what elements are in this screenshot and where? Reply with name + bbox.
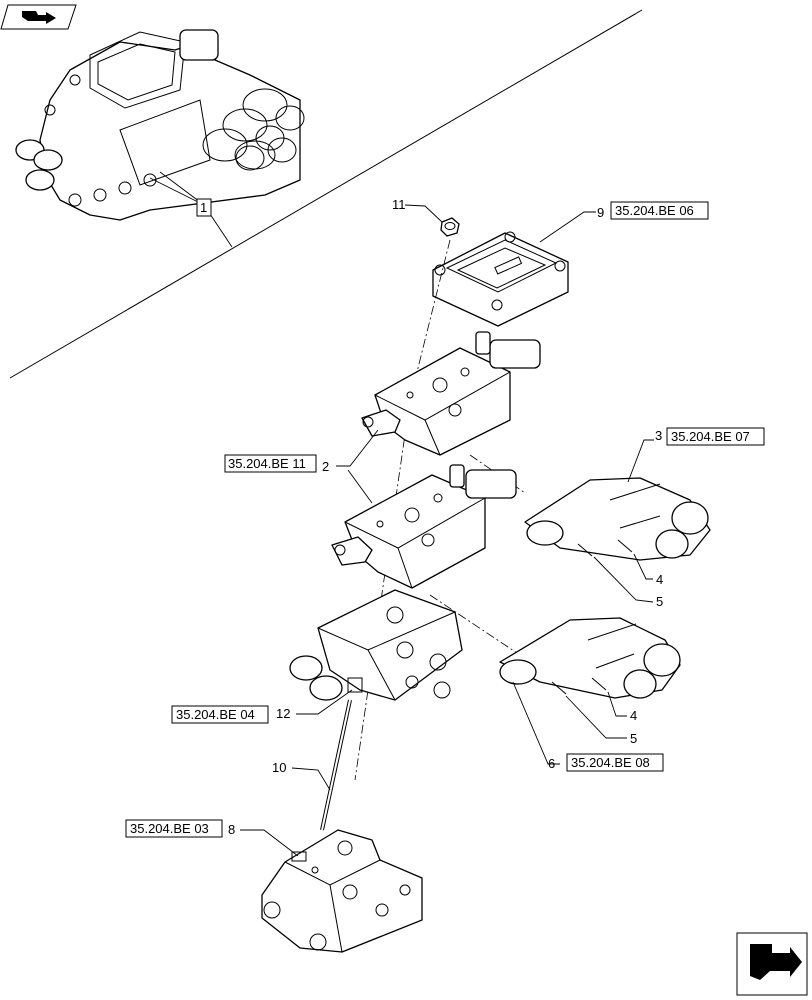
callout-5a: 5 (656, 594, 663, 609)
end-plate-item-8 (261, 829, 423, 953)
assembled-valve-illustration (15, 29, 305, 221)
book-arrow-icon[interactable] (0, 4, 77, 30)
separator-line (9, 9, 643, 379)
ref-coupler-lower: 35.204.BE 08 (571, 755, 650, 770)
callout-4a: 4 (656, 572, 663, 587)
coupler-item-3 (524, 477, 711, 561)
callout-8: 8 (228, 822, 235, 837)
nut-item-11 (440, 217, 460, 237)
callout-1: 1 (200, 200, 207, 215)
callout-9: 9 (597, 205, 604, 220)
valve-section-upper (361, 331, 541, 456)
ref-cover: 35.204.BE 06 (615, 203, 694, 218)
callout-6: 6 (548, 756, 555, 771)
coupler-item-6 (499, 617, 681, 699)
ref-coupler-upper: 35.204.BE 07 (671, 429, 750, 444)
callout-3: 3 (655, 428, 662, 443)
callout-4b: 4 (630, 708, 637, 723)
callout-12: 12 (276, 706, 290, 721)
cover-item-9 (432, 231, 569, 327)
ref-inlet: 35.204.BE 04 (176, 707, 255, 722)
next-page-arrow-icon[interactable] (736, 932, 808, 996)
callout-10: 10 (272, 760, 286, 775)
ref-section: 35.204.BE 11 (228, 456, 306, 471)
valve-section-lower (331, 464, 517, 589)
callout-2: 2 (322, 459, 329, 474)
callout-5b: 5 (630, 731, 637, 746)
tie-rod-item-10 (320, 699, 352, 831)
callout-11: 11 (392, 197, 406, 212)
ref-endplate: 35.204.BE 03 (130, 821, 209, 836)
inlet-section-item-12 (289, 589, 463, 701)
